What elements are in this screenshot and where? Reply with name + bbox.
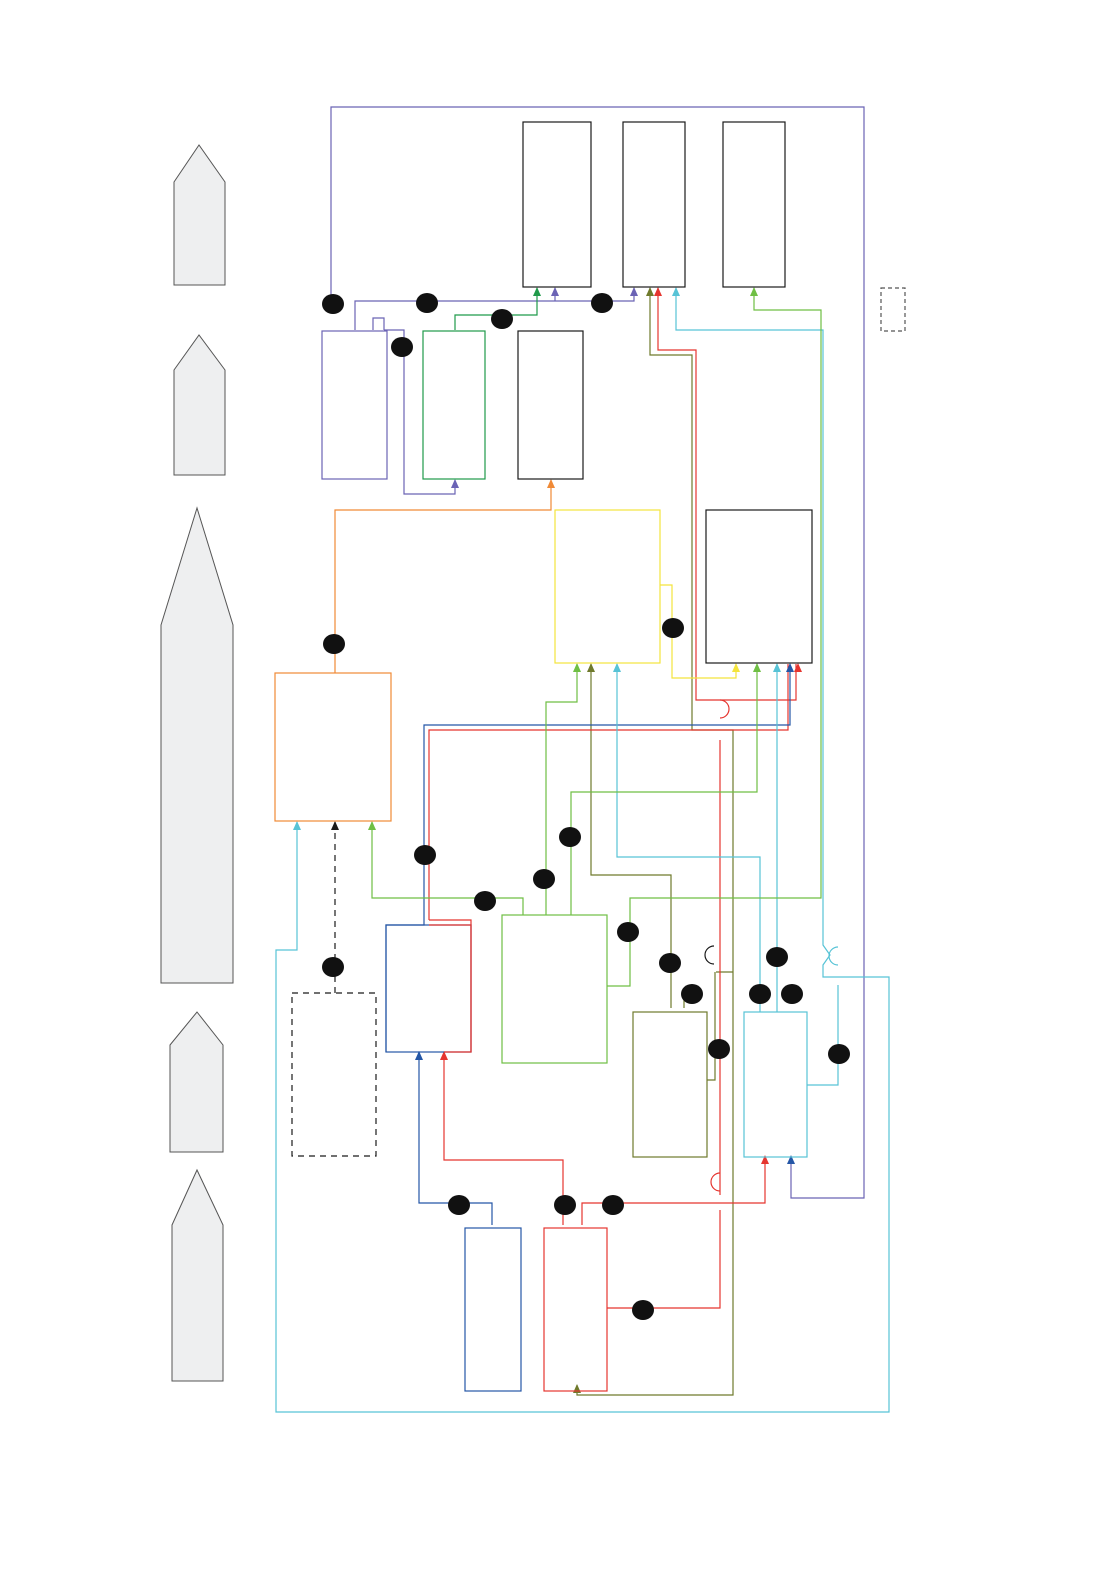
node (416, 293, 438, 313)
arrow-head (573, 1384, 581, 1393)
boxes (274, 121, 906, 1392)
node (662, 618, 684, 638)
node (602, 1195, 624, 1215)
box-small-dashed (880, 287, 906, 332)
arrow-head (533, 287, 541, 296)
node (414, 845, 436, 865)
side-shape-1 (173, 144, 226, 286)
box-blue-bottom (464, 1227, 522, 1392)
node (749, 984, 771, 1004)
side-shape-5 (171, 1168, 224, 1382)
connectors (275, 106, 890, 1413)
node (474, 891, 496, 911)
box-black-right (705, 509, 813, 664)
side-shape-3 (160, 506, 234, 984)
node (781, 984, 803, 1004)
box-yellow (554, 509, 661, 664)
box-green (422, 330, 486, 480)
arrow-head (331, 821, 339, 830)
node (659, 953, 681, 973)
node (448, 1195, 470, 1215)
arrow-head (587, 663, 595, 672)
arrow-head (761, 1155, 769, 1164)
arrow-head (787, 1155, 795, 1164)
node (554, 1195, 576, 1215)
node (766, 947, 788, 967)
arrow-head (630, 287, 638, 296)
arrow-head (654, 287, 662, 296)
box-top-2 (622, 121, 686, 288)
arrow-head (732, 663, 740, 672)
arrow-head (293, 821, 301, 830)
arrow-heads (293, 287, 802, 1393)
arrow-head (773, 663, 781, 672)
arrow-head (753, 663, 761, 672)
arrow-head (451, 479, 459, 488)
box-top-3 (722, 121, 786, 288)
arrow-head (646, 287, 654, 296)
side-shape-4 (169, 1011, 224, 1153)
node (632, 1300, 654, 1320)
node (533, 869, 555, 889)
box-top-1 (522, 121, 592, 288)
node (681, 984, 703, 1004)
box-dashed (291, 992, 377, 1157)
arrow-head (794, 663, 802, 672)
arrow-head (551, 287, 559, 296)
arrow-head (440, 1051, 448, 1060)
node (828, 1044, 850, 1064)
node (391, 337, 413, 357)
node (708, 1039, 730, 1059)
box-olive (632, 1011, 708, 1158)
node (591, 293, 613, 313)
arrow-head (750, 287, 758, 296)
node (559, 827, 581, 847)
node (322, 294, 344, 314)
node (322, 957, 344, 977)
arrow-head (786, 663, 794, 672)
box-purple (321, 330, 388, 480)
node (617, 922, 639, 942)
arrow-head (547, 479, 555, 488)
node (491, 309, 513, 329)
box-blue-red (385, 924, 472, 1053)
box-cyan (743, 1011, 808, 1158)
arrow-head (672, 287, 680, 296)
arrow-head (415, 1051, 423, 1060)
box-orange (274, 672, 392, 822)
box-light-green (501, 914, 608, 1064)
side-shape-2 (173, 334, 226, 476)
node (323, 634, 345, 654)
arrow-head (573, 663, 581, 672)
nodes (322, 293, 850, 1320)
box-black-mid (517, 330, 584, 480)
box-red-bottom (543, 1227, 608, 1392)
arrow-head (368, 821, 376, 830)
arrow-head (613, 663, 621, 672)
side-shapes (160, 144, 234, 1382)
